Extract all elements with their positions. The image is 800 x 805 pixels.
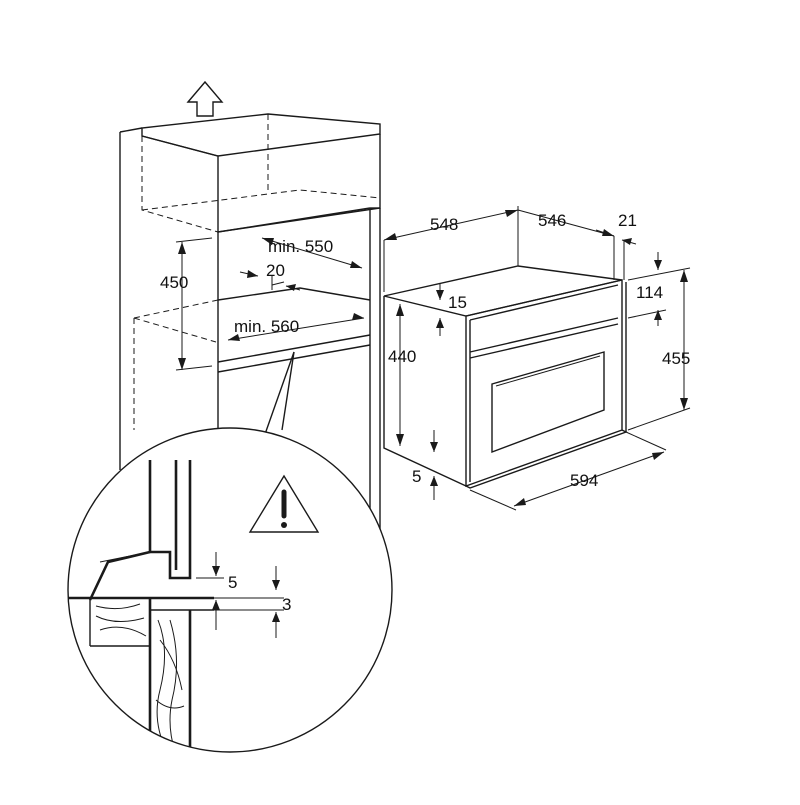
niche-height-dimension: 450: [160, 237, 213, 371]
niche-width-label: min. 560: [234, 317, 299, 336]
up-arrow-icon: [186, 80, 224, 117]
detail-depth-label: 3: [282, 595, 291, 614]
top-gap-label: 15: [448, 293, 467, 312]
panel-height-dimension: 114: [627, 252, 691, 326]
top-gap-dimension: 15: [436, 284, 467, 336]
oven: [383, 265, 628, 489]
body-height-label: 440: [388, 347, 416, 366]
niche-height-label: 450: [160, 273, 188, 292]
depth-546-dimension: 546: [517, 206, 615, 266]
rear-gap-label: 20: [266, 261, 285, 280]
detail-depth-dimension: 3: [214, 566, 291, 638]
oven-depth-label: 548: [430, 215, 458, 234]
width-dimension: 594: [469, 431, 667, 511]
warning-icon: [248, 474, 320, 533]
total-height-label: 455: [662, 349, 690, 368]
detail-gap-dimension: 5: [196, 552, 237, 630]
cabinet: [119, 113, 381, 565]
detail-gap-label: 5: [228, 573, 237, 592]
rear-gap-dimension: 20: [239, 261, 301, 291]
body-height-dimension: 440: [388, 304, 416, 446]
front-offset-dimension: 21: [595, 211, 637, 280]
oven-depth-body-label: 546: [538, 211, 566, 230]
panel-height-label: 114: [636, 283, 663, 302]
total-height-dimension: 455: [627, 270, 690, 431]
depth-548-dimension: 548: [383, 209, 519, 292]
niche-width-dimension: min. 560: [227, 313, 365, 341]
detail-callout: [67, 351, 393, 753]
bottom-gap-label: 5: [412, 467, 421, 486]
bottom-gap-dimension: 5: [412, 430, 438, 500]
width-label: 594: [570, 471, 598, 490]
front-offset-label: 21: [618, 211, 637, 230]
niche-depth-label: min. 550: [268, 237, 333, 256]
niche-depth-dimension: min. 550: [261, 237, 363, 269]
